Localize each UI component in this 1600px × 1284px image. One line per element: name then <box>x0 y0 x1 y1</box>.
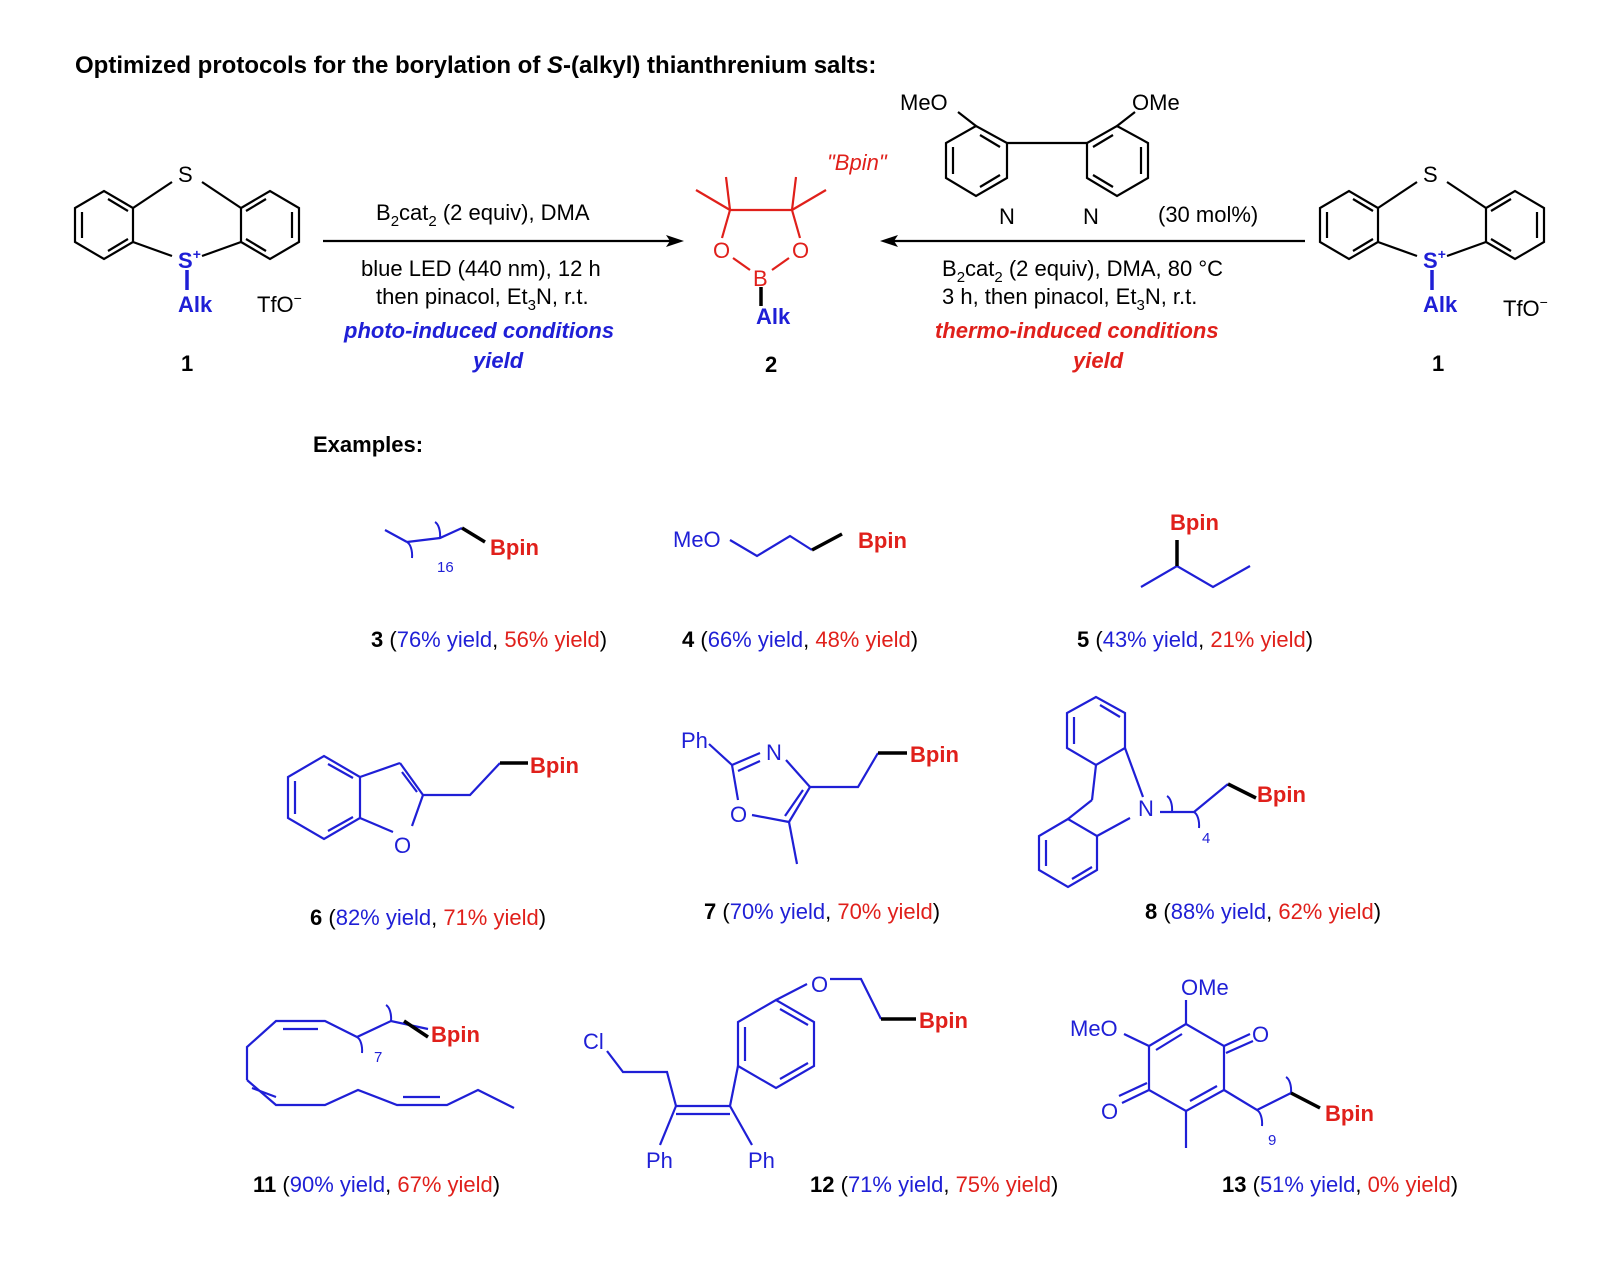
bpin-annotation: "Bpin" <box>827 150 888 175</box>
compound-11-bpin: Bpin <box>431 1022 480 1047</box>
compound-13-methoxy-left: MeO <box>1070 1016 1118 1041</box>
left-thianthrenium-structure <box>73 181 301 290</box>
figure-title: Optimized protocols for the borylation o… <box>75 52 876 79</box>
compound-13-bpin: Bpin <box>1325 1101 1374 1126</box>
compound-6-furan-oxygen: O <box>394 833 411 858</box>
compound-11-repeat-count: 7 <box>374 1049 382 1066</box>
thermo-reaction-arrow <box>880 235 1305 247</box>
photo-reagent-line: B2cat2 (2 equiv), DMA <box>376 200 590 230</box>
thermo-workup-line: 3 h, then pinacol, Et3N, r.t. <box>942 284 1197 314</box>
ligand-nitrogen-left: N <box>999 204 1015 229</box>
left-ring-sulfur: S <box>178 162 193 187</box>
examples-heading: Examples: <box>313 432 423 457</box>
compound-13-yield-caption: 13 (51% yield, 0% yield) <box>1222 1172 1458 1197</box>
ligand-methoxy-left: MeO <box>900 90 948 115</box>
compound-8-yield-caption: 8 (88% yield, 62% yield) <box>1145 899 1381 924</box>
compound-7-phenyl: Ph <box>681 728 708 753</box>
right-compound-number: 1 <box>1432 351 1444 376</box>
compound-3-yield-caption: 3 (76% yield, 56% yield) <box>371 627 607 652</box>
photo-conditions-label: photo-induced conditions <box>343 318 614 343</box>
compound-5-yield-caption: 5 (43% yield, 21% yield) <box>1077 627 1313 652</box>
compound-4-bpin: Bpin <box>858 528 907 553</box>
compound-4-methoxy: MeO <box>673 527 721 552</box>
product-alkyl-label: Alk <box>756 304 791 329</box>
thermo-reagent-line: B2cat2 (2 equiv), DMA, 80 °C <box>942 256 1223 286</box>
compound-8-repeat-count: 4 <box>1202 830 1210 847</box>
right-ring-sulfur: S <box>1423 162 1438 187</box>
compound-11-structure <box>245 1004 515 1109</box>
compound-12-phenyl-right: Ph <box>748 1148 775 1173</box>
product-oxygen-left: O <box>713 238 730 263</box>
bipyridine-ligand-structure <box>944 111 1150 198</box>
right-sulfonium-label: S+ <box>1423 246 1446 273</box>
left-sulfonium-label: S+ <box>178 246 201 273</box>
ligand-nitrogen-right: N <box>1083 204 1099 229</box>
compound-7-bpin: Bpin <box>910 742 959 767</box>
photo-workup-line: then pinacol, Et3N, r.t. <box>376 284 589 314</box>
left-compound-number: 1 <box>181 351 193 376</box>
compound-7-yield-caption: 7 (70% yield, 70% yield) <box>704 899 940 924</box>
compound-12-bpin: Bpin <box>919 1008 968 1033</box>
compound-13-structure <box>1118 1000 1321 1148</box>
left-counterion: TfO− <box>257 290 302 317</box>
compound-4-yield-caption: 4 (66% yield, 48% yield) <box>682 627 918 652</box>
ligand-loading: (30 mol%) <box>1158 202 1258 227</box>
compound-6-bpin: Bpin <box>530 753 579 778</box>
compound-7-structure <box>708 743 907 865</box>
right-thianthrenium-structure <box>1318 181 1546 290</box>
compound-7-nitrogen: N <box>766 740 782 765</box>
compound-8-nitrogen: N <box>1138 796 1154 821</box>
product-boron-label: B <box>753 266 768 291</box>
compound-12-ether-oxygen: O <box>811 972 828 997</box>
product-bpin-structure <box>695 176 827 306</box>
photo-reaction-arrow <box>323 235 684 247</box>
compound-13-repeat-count: 9 <box>1268 1132 1276 1149</box>
compound-12-chlorine: Cl <box>583 1029 604 1054</box>
compound-3-structure <box>384 521 486 559</box>
ligand-methoxy-right: OMe <box>1132 90 1180 115</box>
compound-13-methoxy-top: OMe <box>1181 975 1229 1000</box>
compound-12-structure <box>606 977 916 1146</box>
compound-6-structure <box>286 754 528 841</box>
compound-3-bpin: Bpin <box>490 535 539 560</box>
compound-6-yield-caption: 6 (82% yield, 71% yield) <box>310 905 546 930</box>
photo-yield-label: yield <box>472 348 524 373</box>
compound-13-carbonyl-oxygen-bottom: O <box>1101 1099 1118 1124</box>
compound-8-bpin: Bpin <box>1257 782 1306 807</box>
compound-13-carbonyl-oxygen-top: O <box>1252 1022 1269 1047</box>
photo-light-line: blue LED (440 nm), 12 h <box>361 256 601 281</box>
compound-12-phenyl-left: Ph <box>646 1148 673 1173</box>
product-compound-number: 2 <box>765 352 777 377</box>
compound-8-structure <box>1037 695 1257 889</box>
right-alkyl-label: Alk <box>1423 292 1458 317</box>
thermo-conditions-label: thermo-induced conditions <box>935 318 1219 343</box>
left-alkyl-label: Alk <box>178 292 213 317</box>
right-counterion: TfO− <box>1503 294 1548 321</box>
compound-5-structure <box>1140 540 1251 589</box>
thermo-yield-label: yield <box>1072 348 1124 373</box>
compound-11-yield-caption: 11 (90% yield, 67% yield) <box>253 1172 500 1197</box>
compound-3-repeat-count: 16 <box>437 559 454 576</box>
compound-7-oxygen: O <box>730 802 747 827</box>
compound-12-yield-caption: 12 (71% yield, 75% yield) <box>810 1172 1058 1197</box>
compound-4-structure <box>729 532 843 558</box>
compound-5-bpin: Bpin <box>1170 510 1219 535</box>
product-oxygen-right: O <box>792 238 809 263</box>
